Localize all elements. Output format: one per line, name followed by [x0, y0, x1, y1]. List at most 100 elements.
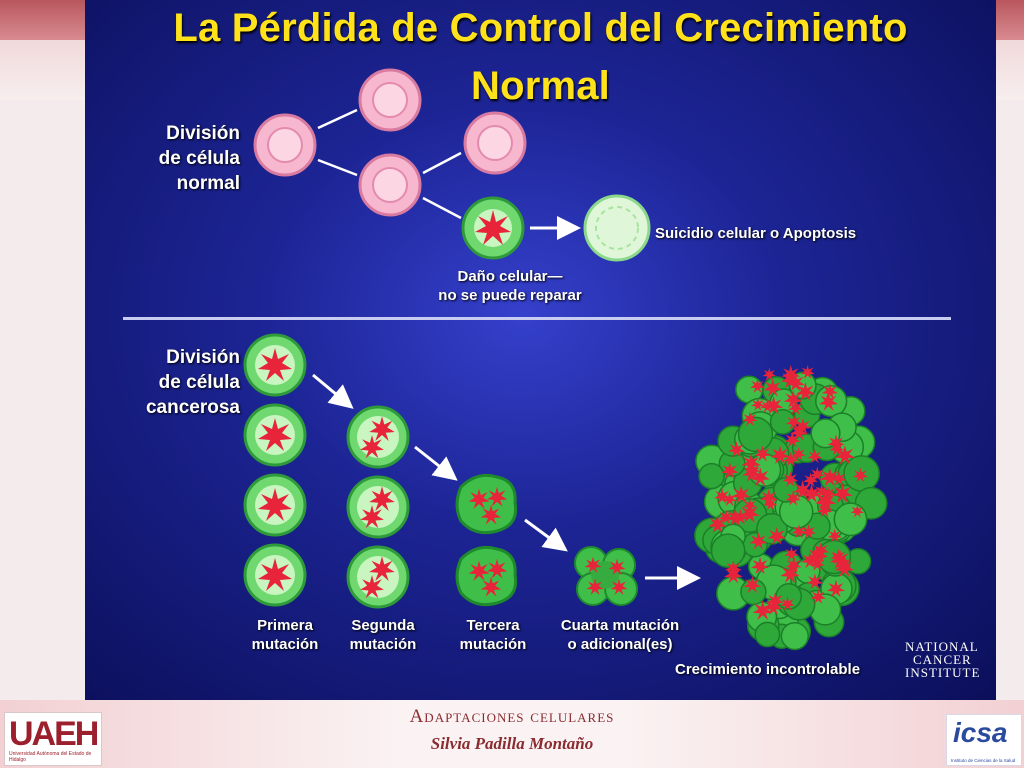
mutation-star-icon [785, 490, 801, 506]
stage-1-line-1: Primera [257, 617, 313, 634]
mutation-star-icon [834, 558, 855, 578]
normal-division-label: División de célula normal [145, 121, 240, 196]
mutation-star-icon [750, 378, 765, 393]
stage-4-line-1: Cuarta mutación [560, 617, 680, 634]
mutation-star-icon [818, 392, 839, 411]
mutation-star-icon [793, 480, 813, 500]
mutation-star-icon [780, 596, 795, 611]
stage-3-line-2: mutación [459, 636, 527, 653]
mutation-star-icon [369, 556, 395, 581]
mutation-star-icon [787, 400, 804, 415]
mutation-star-icon [731, 485, 751, 504]
tumor-cell [754, 621, 781, 648]
mutation-star-icon [819, 467, 840, 487]
mutation-star-icon [800, 365, 815, 379]
cancer-division-label: División de célula cancerosa [125, 345, 240, 420]
normal-daughter-cell-top [358, 68, 422, 132]
mutation-star-icon [750, 467, 770, 487]
mutation-star-icon [795, 382, 816, 401]
mutation-star-icon [827, 434, 845, 451]
progression-arrow [414, 445, 458, 481]
mutation-star-icon [759, 488, 778, 506]
mutation-star-icon [809, 556, 825, 571]
mutation-star-icon [480, 504, 502, 525]
icsa-logo-mark: icsa [953, 717, 1008, 748]
stage-label-2: Segunda mutación [333, 616, 433, 654]
damaged-cell [461, 196, 525, 260]
mutation-star-icon [834, 445, 855, 465]
normal-daughter-cell-bottom [358, 153, 422, 217]
mutation-star-icon [770, 445, 790, 465]
mutation-star-icon [586, 578, 604, 595]
branch-line [317, 108, 358, 130]
tumor-cell [780, 621, 809, 651]
mutation-star-icon [767, 526, 786, 545]
mutation-star-icon [826, 579, 845, 598]
mutation-star-icon [831, 471, 847, 486]
mutation-star-icon [850, 504, 865, 518]
slide-title-line-2: Normal [470, 64, 610, 108]
stage-label-3: Tercera mutación [443, 616, 543, 654]
mutation-star-icon [750, 556, 770, 575]
mutation-star-icon [258, 348, 292, 381]
mutation-star-icon [708, 514, 727, 533]
mutation-star-icon [791, 446, 806, 461]
normal-label-line-2: de célula [158, 148, 240, 169]
mutation-star-icon [584, 556, 602, 573]
mutation-star-icon [732, 508, 749, 525]
stage-1-line-2: mutación [251, 636, 319, 653]
mutation-star-icon [728, 441, 745, 458]
mutation-star-icon [762, 367, 777, 381]
mutation-star-icon [763, 496, 778, 511]
mutation-star-icon [816, 502, 833, 518]
stage-2-line-1: Segunda [351, 617, 415, 634]
mutation-star-icon [794, 418, 812, 434]
mutation-star-icon [742, 411, 758, 427]
mutation-star-icon [784, 546, 799, 561]
mutation-star-icon [713, 488, 731, 504]
branch-line [422, 151, 462, 175]
mutation-star-icon [726, 508, 745, 526]
mutation-star-icon [810, 588, 827, 605]
tumor-cell [710, 533, 746, 569]
footer-band [0, 700, 1024, 768]
mutation-star-icon [763, 378, 783, 397]
mutation-star-icon [718, 509, 734, 525]
mutation-star-icon [486, 486, 508, 507]
third-mutation-cells [455, 473, 518, 607]
mutation-star-icon [786, 373, 805, 392]
mutation-star-icon [827, 528, 842, 543]
fourth-mutation-cluster [574, 546, 638, 606]
damage-label: Daño celular— no se puede reparar [415, 267, 605, 305]
second-mutation-cells [346, 405, 410, 609]
mutation-star-icon [258, 418, 292, 451]
mutation-star-icon [821, 486, 836, 500]
mutation-star-icon [749, 532, 768, 550]
mutation-star-icon [721, 462, 739, 479]
nci-credit: NATIONAL CANCER INSTITUTE [905, 640, 980, 679]
mutation-star-icon [852, 467, 869, 483]
stage-3-line-1: Tercera [466, 617, 520, 634]
mutation-star-icon [791, 524, 807, 539]
mutation-star-icon [807, 448, 823, 464]
uncontrolled-growth-label: Crecimiento incontrolable [675, 661, 861, 678]
apoptosis-label: Suicidio celular o Apoptosis [655, 225, 857, 242]
section-divider [123, 317, 951, 320]
tumor-cell [737, 416, 774, 453]
mutation-star-icon [258, 488, 292, 521]
footer-author: Silvia Padilla Montaño [430, 734, 594, 753]
icsa-logo: icsa Instituto de Ciencias de la Salud [946, 714, 1022, 766]
cancer-label-line-3: cancerosa [145, 397, 240, 418]
mutation-star-icon [783, 451, 799, 467]
mutation-star-icon [369, 486, 395, 511]
mutation-star-icon [360, 575, 384, 599]
mutation-star-icon [468, 560, 490, 581]
mutation-star-icon [360, 435, 384, 459]
mutation-star-icon [784, 431, 801, 448]
footer-title: Adaptaciones celulares [409, 706, 615, 727]
mutation-star-icon [741, 453, 761, 473]
mutation-star-icon [809, 466, 825, 482]
mutation-star-icon [780, 563, 800, 583]
mutation-star-icon [739, 503, 760, 523]
mutation-star-icon [360, 505, 384, 529]
